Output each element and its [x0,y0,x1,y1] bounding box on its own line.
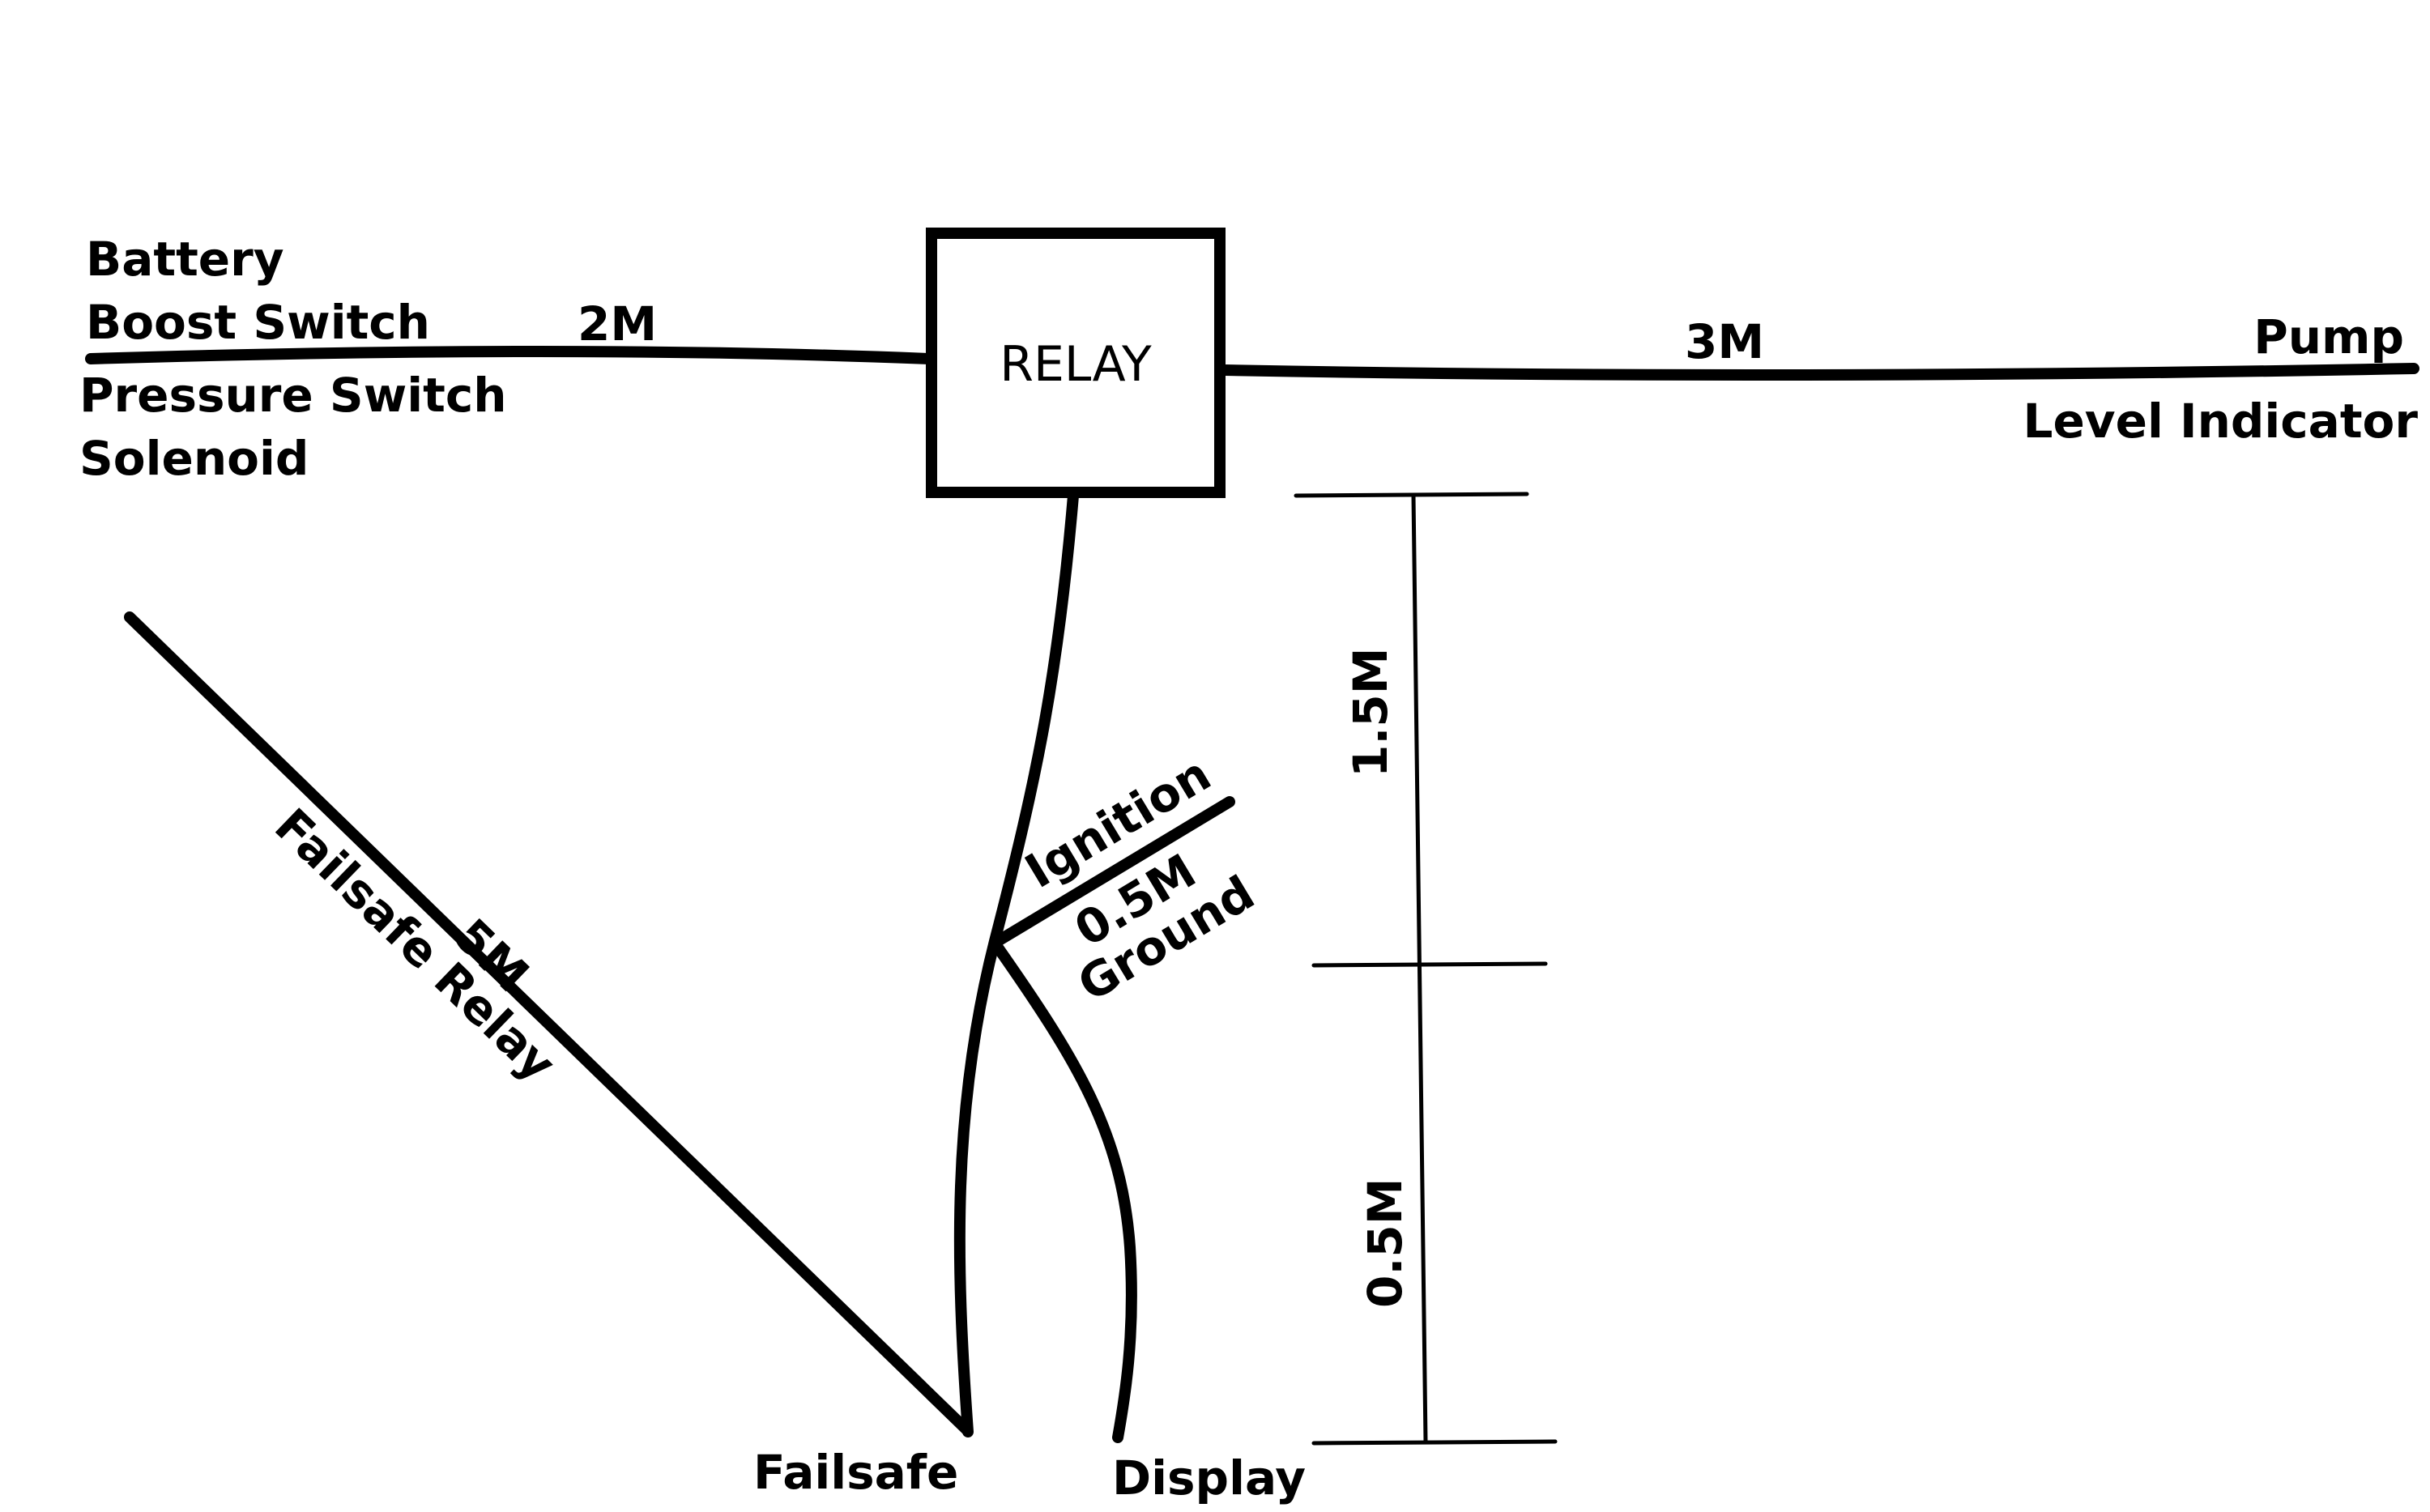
display-wire [992,942,1137,1443]
label-battery: Battery [86,232,284,287]
dimension-tick-bottom [1311,1439,1558,1446]
dimension-tick-middle [1311,961,1548,968]
label-solenoid: Solenoid [79,431,309,486]
label-display: Display [1112,1450,1306,1506]
left-wire [85,346,936,364]
label-boost-switch: Boost Switch [86,295,430,350]
dimension-line [1411,493,1428,1444]
relay-label: RELAY [1000,336,1152,393]
label-pressure-switch: Pressure Switch [79,368,507,423]
label-pump: Pump [2253,309,2404,364]
diagonal-wire [124,611,972,1435]
label-level-indicator: Level Indicator [2023,394,2419,449]
right-wire [1219,363,2419,381]
ignition-branch-wire [992,796,1235,947]
left-wire-length: 2M [578,296,657,351]
dimension-tick-top [1294,492,1529,498]
dimension-upper-length: 1.5M [1343,648,1398,777]
trunk-wire [953,490,1079,1437]
dimension-lower-length: 0.5M [1358,1178,1413,1308]
label-failsafe: Failsafe [753,1445,958,1500]
right-wire-length: 3M [1685,314,1764,369]
